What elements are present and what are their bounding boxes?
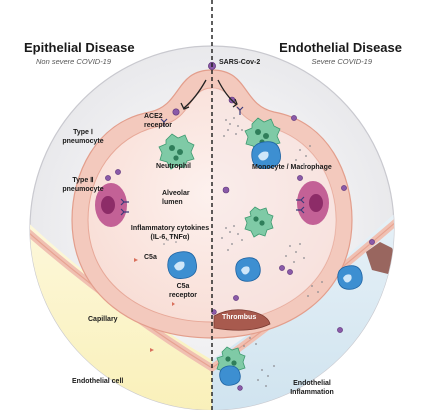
c5a-particles — [134, 258, 175, 352]
left-subtitle: Non severe COVID-19 — [36, 57, 112, 66]
label-type2: Type Ⅱ pneumocyte — [62, 177, 104, 193]
label-ace2: ACE2 receptor — [144, 113, 173, 129]
monocyte-icon — [167, 251, 197, 279]
label-endothelial-cell: Endothelial cell — [72, 378, 124, 385]
label-capillary: Capillary — [88, 316, 118, 323]
left-title: Epithelial Disease — [24, 40, 135, 55]
monocyte-icon — [219, 365, 241, 386]
virus-particles — [105, 96, 375, 391]
label-c5a-receptor: C5a receptor — [168, 283, 197, 299]
neutrophil-icon — [244, 206, 274, 238]
monocyte-icon — [235, 257, 261, 282]
label-c5a: C5a — [144, 254, 157, 261]
label-neutrophil: Neutrophil — [156, 163, 191, 170]
thrombus-icon — [213, 309, 271, 331]
ace2-receptor-icon — [120, 106, 305, 216]
type2-pneumocyte-icon — [95, 183, 127, 227]
cytokine-particles — [163, 117, 323, 387]
label-alveolar: Alveolar lumen — [162, 190, 190, 206]
monocyte-icon — [337, 265, 363, 290]
label-thrombus: Thrombus — [222, 314, 257, 321]
monocyte-icon — [251, 141, 281, 169]
right-title: Endothelial Disease — [279, 40, 402, 55]
right-subtitle: Severe COVID-19 — [311, 57, 372, 66]
label-type1: Type Ⅰ pneumocyte — [62, 129, 104, 145]
label-monocyte: Monocyte / Macrophage — [252, 164, 332, 171]
label-virus: SARS-Cov-2 — [219, 59, 261, 66]
type2-pneumocyte-icon — [297, 181, 329, 225]
neutrophil-icon — [158, 133, 195, 170]
label-cytokines: Inflammatory cytokines (IL-6, TNFα) — [130, 225, 210, 241]
label-endothelial-inflammation: Endothelial Inflammation — [290, 380, 334, 396]
